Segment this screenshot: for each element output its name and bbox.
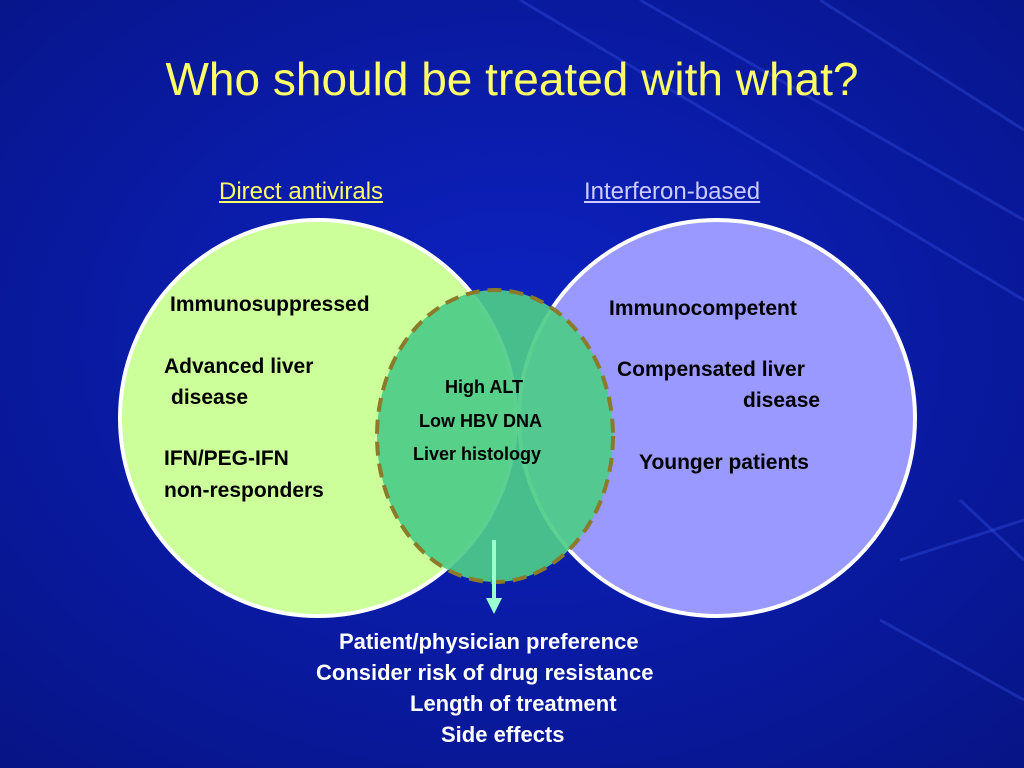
- bottom-note-length: Length of treatment: [410, 691, 617, 716]
- bottom-note-preference: Patient/physician preference: [339, 629, 639, 654]
- right-item-immunocompetent: Immunocompetent: [609, 297, 797, 320]
- left-item-advanced-liver-line1: Advanced liver: [164, 355, 314, 378]
- overlap-ellipse: [375, 288, 615, 584]
- right-item-younger: Younger patients: [639, 451, 809, 474]
- right-heading: Interferon-based: [584, 178, 761, 205]
- slide-title: Who should be treated with what?: [165, 53, 859, 105]
- overlap-item-low-hbv: Low HBV DNA: [419, 411, 542, 431]
- left-item-advanced-liver-line2: disease: [171, 386, 249, 409]
- left-item-ifn-line1: IFN/PEG-IFN: [164, 447, 289, 470]
- bottom-note-resistance: Consider risk of drug resistance: [316, 660, 654, 685]
- left-item-immunosuppressed: Immunosuppressed: [170, 293, 370, 316]
- bottom-note-side-effects: Side effects: [441, 722, 565, 747]
- right-item-compensated-line2: disease: [743, 389, 821, 412]
- overlap-item-histology: Liver histology: [413, 444, 542, 464]
- overlap-item-high-alt: High ALT: [445, 377, 523, 397]
- left-heading: Direct antivirals: [219, 178, 384, 205]
- right-item-compensated-line1: Compensated liver: [617, 358, 805, 381]
- down-arrow-head: [486, 598, 502, 614]
- background-streaks: [519, 0, 1024, 702]
- left-item-ifn-line2: non-responders: [164, 479, 324, 502]
